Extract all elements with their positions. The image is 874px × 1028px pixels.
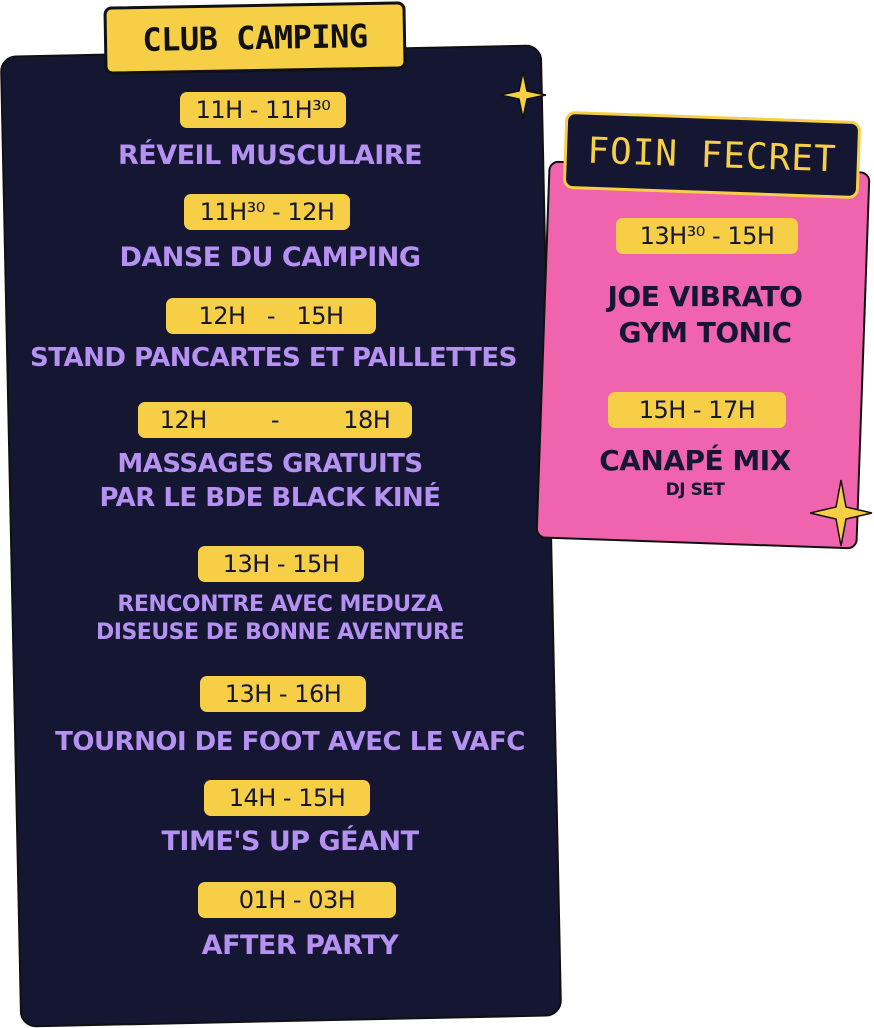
activity-sublabel: DJ SET: [665, 480, 725, 500]
time-badge: 12H - 15H: [166, 298, 376, 334]
time-badge: 11H - 11H³⁰: [180, 92, 346, 128]
activity-label: TIME'S UP GÉANT: [161, 826, 419, 857]
activity-label-line2: PAR LE BDE BLACK KINÉ: [99, 483, 441, 513]
time-badge: 11H³⁰ - 12H: [184, 194, 350, 230]
time-badge: 12H - 18H: [138, 402, 412, 438]
activity-label: CANAPÉ MIX: [599, 444, 791, 477]
activity-label-line2: DISEUSE DE BONNE AVENTURE: [96, 620, 465, 645]
sparkle-star-icon: [499, 71, 547, 119]
time-badge: 14H - 15H: [204, 780, 370, 816]
activity-label: RENCONTRE AVEC MEDUZA: [117, 592, 443, 617]
activity-label: MASSAGES GRATUITS: [117, 449, 423, 479]
time-badge: 13H³⁰ - 15H: [616, 218, 798, 254]
time-badge: 13H - 16H: [200, 676, 366, 712]
activity-label: STAND PANCARTES ET PAILLETTES: [30, 343, 517, 373]
activity-label: AFTER PARTY: [201, 930, 399, 961]
sparkle-star-icon: [809, 479, 873, 547]
activity-label: TOURNOI DE FOOT AVEC LE VAFC: [55, 727, 525, 757]
activity-label: DANSE DU CAMPING: [119, 242, 421, 273]
activity-label: JOE VIBRATO: [607, 280, 803, 313]
time-badge: 13H - 15H: [198, 546, 364, 582]
time-badge: 15H - 17H: [608, 392, 786, 428]
activity-label-line2: GYM TONIC: [618, 316, 792, 349]
activity-label: RÉVEIL MUSCULAIRE: [117, 140, 423, 171]
time-badge: 01H - 03H: [198, 882, 396, 918]
